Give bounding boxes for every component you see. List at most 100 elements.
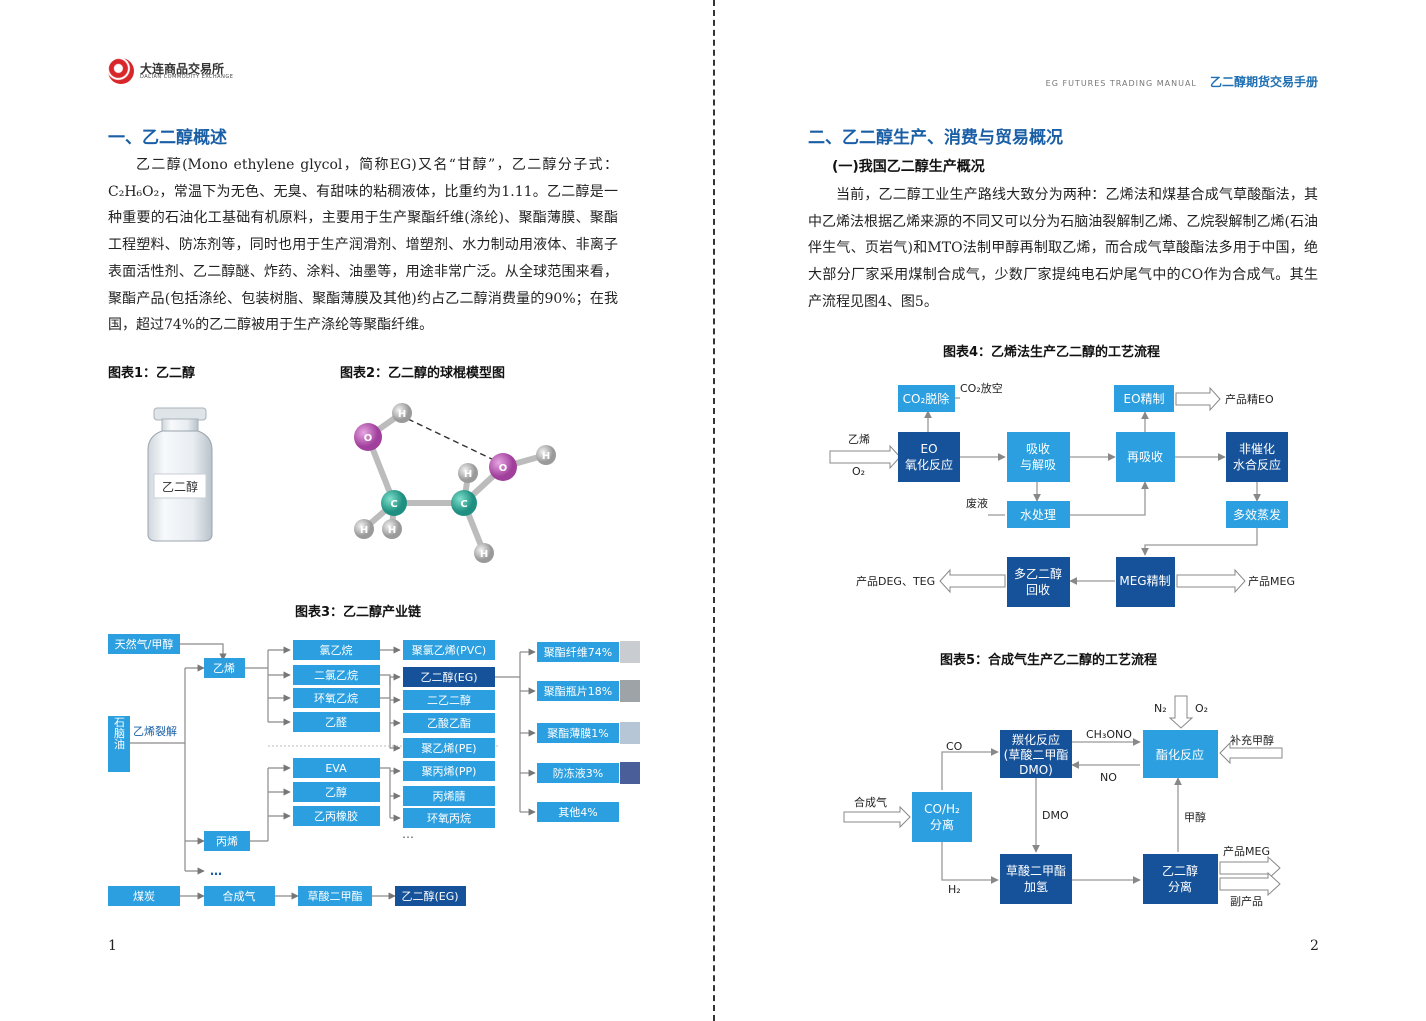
page-number-left: 1 bbox=[108, 938, 117, 954]
fiber-thumbnail bbox=[620, 641, 640, 663]
fig4-waste: 废液 bbox=[966, 496, 988, 510]
fig4-ethylene: 乙烯 bbox=[848, 433, 870, 446]
svg-text:O: O bbox=[499, 463, 508, 474]
svg-text:乙二醇(EG): 乙二醇(EG) bbox=[420, 670, 477, 684]
svg-text:C: C bbox=[460, 499, 467, 510]
chips-thumbnail bbox=[620, 680, 640, 702]
fig4-noncat-1: 非催化 bbox=[1239, 442, 1275, 456]
chain-petroleum: 石脑油 bbox=[113, 717, 126, 750]
chain-propylene: 丙烯 bbox=[216, 835, 238, 848]
svg-text:聚丙烯(PP): 聚丙烯(PP) bbox=[422, 765, 477, 778]
fig5-meg-product: 产品MEG bbox=[1223, 844, 1270, 858]
svg-text:二乙二醇: 二乙二醇 bbox=[427, 693, 471, 707]
logo-en: DALIAN COMMODITY EXCHANGE bbox=[140, 73, 234, 80]
exchange-logo: 大连商品交易所 DALIAN COMMODITY EXCHANGE bbox=[108, 58, 233, 84]
svg-text:草酸二甲酯: 草酸二甲酯 bbox=[308, 889, 363, 903]
fig5-dmo: DMO bbox=[1042, 809, 1069, 822]
svg-text:O: O bbox=[364, 433, 373, 444]
svg-text:EVA: EVA bbox=[325, 762, 347, 775]
svg-text:聚乙烯(PE): 聚乙烯(PE) bbox=[421, 742, 476, 755]
fig5-carbonyl-1: 羰化反应 bbox=[1012, 732, 1060, 747]
svg-text:环氧丙烷: 环氧丙烷 bbox=[427, 811, 471, 825]
svg-text:H: H bbox=[398, 409, 406, 420]
chain-natgas: 天然气/甲醇 bbox=[115, 637, 174, 651]
fig5-carbonyl-3: DMO) bbox=[1019, 763, 1053, 777]
antifreeze-thumbnail bbox=[620, 762, 640, 784]
fig5-o2: O₂ bbox=[1195, 702, 1208, 715]
fig5-carbonyl-2: (草酸二甲酯 bbox=[1004, 747, 1069, 762]
chain-col4: 聚酯纤维74% 聚酯瓶片18% 聚酯薄膜1% 防冻液3% 其他4% bbox=[537, 642, 619, 822]
svg-text:H: H bbox=[388, 525, 396, 536]
film-thumbnail bbox=[620, 722, 640, 744]
fig4-water-treat: 水处理 bbox=[1020, 508, 1056, 522]
svg-text:合成气: 合成气 bbox=[223, 889, 256, 903]
svg-text:二氯乙烷: 二氯乙烷 bbox=[314, 668, 358, 682]
svg-text:H: H bbox=[360, 525, 368, 536]
fig4-caption: 图表4：乙烯法生产乙二醇的工艺流程 bbox=[943, 345, 1161, 360]
syngas-process-diagram: 羰化反应 (草酸二甲酯 DMO) 酯化反应 CO/H₂ 分离 草酸二甲酯 加氢 … bbox=[843, 695, 1283, 908]
bottle-label: 乙二醇 bbox=[162, 479, 198, 494]
atom-h bbox=[382, 519, 402, 539]
fig5-hydro-2: 加氢 bbox=[1024, 879, 1048, 894]
logo-mark-icon bbox=[108, 58, 134, 84]
atom-c bbox=[451, 490, 477, 516]
section-title-production: 二、乙二醇生产、消费与贸易概况 bbox=[808, 128, 1063, 148]
svg-text:聚酯纤维74%: 聚酯纤维74% bbox=[544, 646, 612, 659]
svg-text:其他4%: 其他4% bbox=[558, 806, 597, 819]
fig4-meg-product: 产品MEG bbox=[1248, 574, 1295, 588]
fig4-poly-1: 多乙二醇 bbox=[1014, 566, 1062, 581]
svg-text:环氧乙烷: 环氧乙烷 bbox=[314, 691, 358, 705]
fig4-absorb-1: 吸收 bbox=[1026, 442, 1050, 456]
atom-o bbox=[489, 453, 517, 481]
fig1-caption: 图表1：乙二醇 bbox=[108, 366, 196, 381]
svg-text:丙烯腈: 丙烯腈 bbox=[433, 790, 466, 803]
fig4-eo-product: 产品精EO bbox=[1225, 392, 1274, 406]
overview-paragraph: 乙二醇(Mono ethylene glycol，简称EG)又名“甘醇”，乙二醇… bbox=[108, 157, 618, 334]
fig5-sep-1: CO/H₂ bbox=[924, 802, 960, 816]
fig5-syngas: 合成气 bbox=[854, 795, 887, 809]
svg-text:乙酸乙酯: 乙酸乙酯 bbox=[427, 716, 471, 730]
fig4-co2-removal: CO₂脱除 bbox=[903, 391, 950, 406]
industry-chain-diagram: 天然气/甲醇 石脑油 乙烯 丙烯 乙烯裂解 … 氯乙烷 二氯乙烷 环氧乙烷 乙醛… bbox=[108, 634, 640, 906]
fig4-deg-product: 产品DEG、TEG bbox=[856, 574, 935, 588]
svg-text:煤炭: 煤炭 bbox=[133, 890, 155, 903]
fig4-reabsorb: 再吸收 bbox=[1127, 450, 1163, 464]
svg-text:H: H bbox=[464, 469, 472, 480]
manual-title-cn: 乙二醇期货交易手册 bbox=[1209, 75, 1318, 89]
atom-o bbox=[354, 423, 382, 451]
logo-cn: 大连商品交易所 bbox=[140, 61, 225, 76]
fig2-caption: 图表2：乙二醇的球棍模型图 bbox=[340, 366, 506, 381]
svg-text:H: H bbox=[542, 451, 550, 462]
fig5-h2: H₂ bbox=[948, 883, 961, 896]
fig3-caption: 图表3：乙二醇产业链 bbox=[295, 605, 422, 620]
svg-text:C: C bbox=[390, 499, 397, 510]
chain-more-2: … bbox=[402, 827, 414, 841]
fig4-absorb-2: 与解吸 bbox=[1020, 458, 1056, 472]
svg-text:防冻液3%: 防冻液3% bbox=[553, 766, 603, 780]
fig4-eo-oxid-2: 氧化反应 bbox=[905, 457, 953, 472]
coal-chain: 煤炭 合成气 草酸二甲酯 乙二醇(EG) bbox=[108, 886, 466, 906]
chain-ethylene: 乙烯 bbox=[213, 662, 235, 675]
svg-text:乙二醇(EG): 乙二醇(EG) bbox=[401, 889, 458, 903]
fig4-eo-oxid-1: EO bbox=[920, 442, 937, 456]
fig4-eo-refine: EO精制 bbox=[1123, 392, 1164, 406]
atom-h bbox=[392, 403, 412, 423]
fig5-co: CO bbox=[946, 740, 963, 753]
fig5-ch2ono: CH₃ONO bbox=[1086, 728, 1132, 741]
fig4-co2-vent: CO₂放空 bbox=[960, 381, 1003, 395]
atom-h bbox=[458, 463, 478, 483]
atom-h bbox=[536, 445, 556, 465]
page-fold-divider bbox=[713, 0, 715, 1021]
production-paragraph: 当前，乙二醇工业生产路线大致分为两种：乙烯法和煤基合成气草酸酯法，其中乙烯法根据… bbox=[808, 187, 1318, 310]
fig4-multi-evap: 多效蒸发 bbox=[1233, 507, 1281, 522]
svg-text:氯乙烷: 氯乙烷 bbox=[320, 643, 353, 657]
fig5-methanol-add: 补充甲醇 bbox=[1230, 733, 1274, 747]
fig4-noncat-2: 水合反应 bbox=[1233, 457, 1281, 472]
fig4-o2: O₂ bbox=[852, 465, 865, 478]
fig5-eg-sep-1: 乙二醇 bbox=[1162, 863, 1198, 878]
section-title-overview: 一、乙二醇概述 bbox=[108, 128, 227, 148]
svg-text:乙醇: 乙醇 bbox=[325, 785, 347, 799]
fig5-esterify: 酯化反应 bbox=[1156, 747, 1204, 762]
svg-text:聚酯薄膜1%: 聚酯薄膜1% bbox=[547, 726, 608, 740]
fig5-caption: 图表5：合成气生产乙二醇的工艺流程 bbox=[940, 653, 1158, 668]
